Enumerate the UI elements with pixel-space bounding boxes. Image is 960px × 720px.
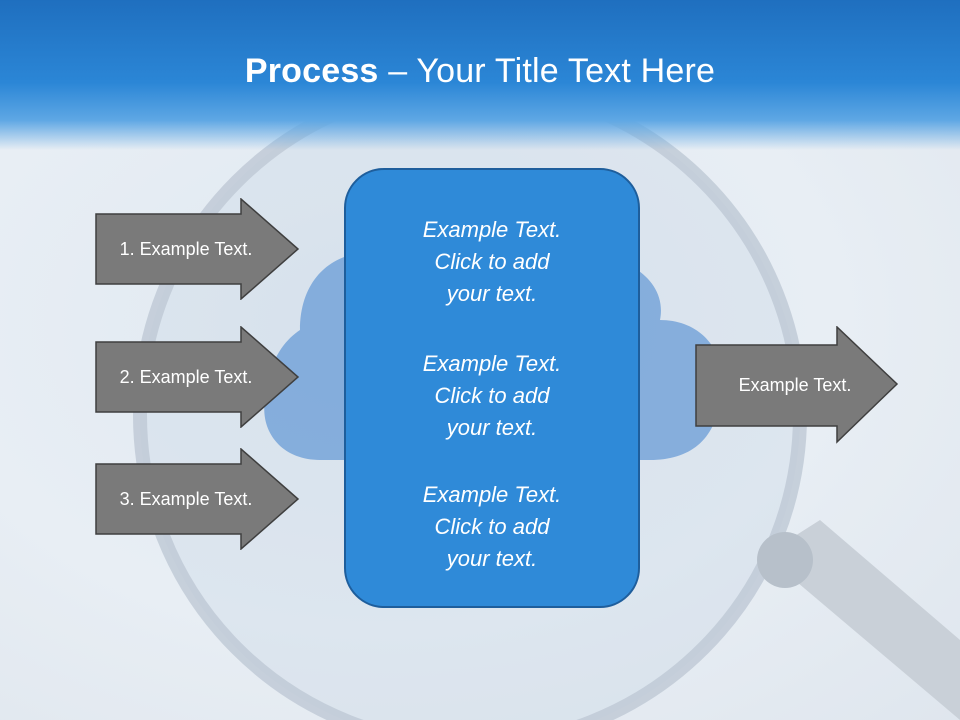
left-arrow-1[interactable]: 1. Example Text.	[95, 198, 300, 300]
paragraph-line: Click to add	[434, 514, 550, 539]
paragraph-line: Example Text.	[422, 217, 562, 242]
left-arrow-3-label: 3. Example Text.	[119, 488, 253, 509]
center-paragraph-3: Example Text. Click to add your text.	[346, 479, 638, 575]
left-arrow-2[interactable]: 2. Example Text.	[95, 326, 300, 428]
title-bold: Process	[244, 52, 379, 90]
center-paragraph-1: Example Text. Click to add your text.	[346, 214, 638, 310]
right-arrow[interactable]: Example Text.	[695, 326, 900, 444]
left-arrow-1-label: 1. Example Text.	[119, 238, 253, 259]
paragraph-line: your text.	[446, 415, 538, 440]
title-rest: – Your Title Text Here	[378, 52, 716, 90]
paragraph-line: Example Text.	[422, 482, 562, 507]
center-text-box[interactable]: Example Text. Click to add your text. Ex…	[344, 168, 640, 608]
center-paragraph-2: Example Text. Click to add your text.	[346, 348, 638, 444]
header-bar	[0, 0, 960, 150]
paragraph-line: your text.	[446, 281, 538, 306]
paragraph-line: Click to add	[434, 383, 550, 408]
paragraph-line: Click to add	[434, 249, 550, 274]
paragraph-line: your text.	[446, 546, 538, 571]
paragraph-line: Example Text.	[422, 351, 562, 376]
left-arrow-3[interactable]: 3. Example Text.	[95, 448, 300, 550]
slide-title: Process – Your Title Text Here	[0, 52, 960, 91]
magnifier-handle	[757, 520, 960, 720]
right-arrow-label: Example Text.	[738, 374, 852, 395]
left-arrow-2-label: 2. Example Text.	[119, 366, 253, 387]
